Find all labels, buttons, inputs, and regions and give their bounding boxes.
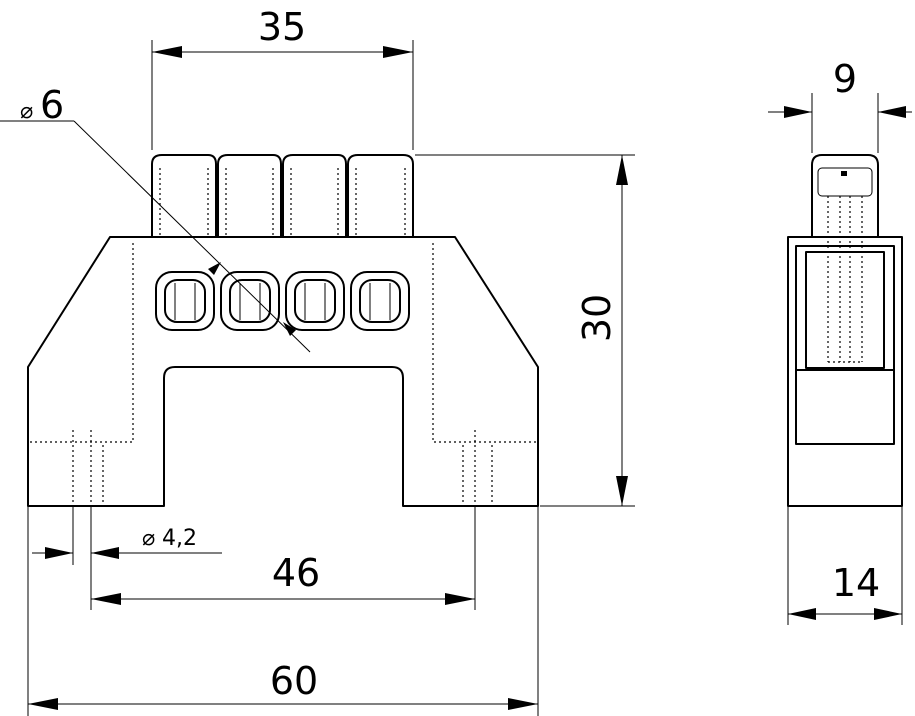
terminal-holes	[155, 271, 410, 331]
hole-diameter-symbol: ⌀	[20, 99, 33, 124]
dimension-35-label: 35	[258, 5, 306, 49]
dimension-30: 30	[415, 154, 635, 507]
dimension-60-label: 60	[270, 659, 318, 703]
dimension-46: 46	[90, 506, 476, 610]
hole-diameter-label: 6	[40, 83, 64, 127]
mount-hole-symbol: ⌀	[142, 526, 155, 551]
dimension-14-label: 14	[832, 561, 880, 605]
dimension-hole-diameter: ⌀ 6	[0, 83, 311, 353]
dimension-60: 60	[27, 506, 539, 716]
screw-caps	[151, 154, 414, 237]
dimension-35: 35	[151, 5, 414, 150]
dimension-mount-hole: ⌀ 4,2	[32, 506, 222, 565]
dimension-9: 9	[768, 57, 912, 153]
dimension-14: 14	[787, 506, 903, 625]
front-view	[27, 154, 539, 507]
mount-hole-label: 4,2	[162, 526, 197, 551]
front-body-outline	[27, 236, 539, 507]
dimension-30-label: 30	[575, 294, 619, 342]
dimension-46-label: 46	[272, 551, 320, 595]
dimension-9-label: 9	[833, 57, 857, 101]
side-view	[787, 154, 903, 507]
